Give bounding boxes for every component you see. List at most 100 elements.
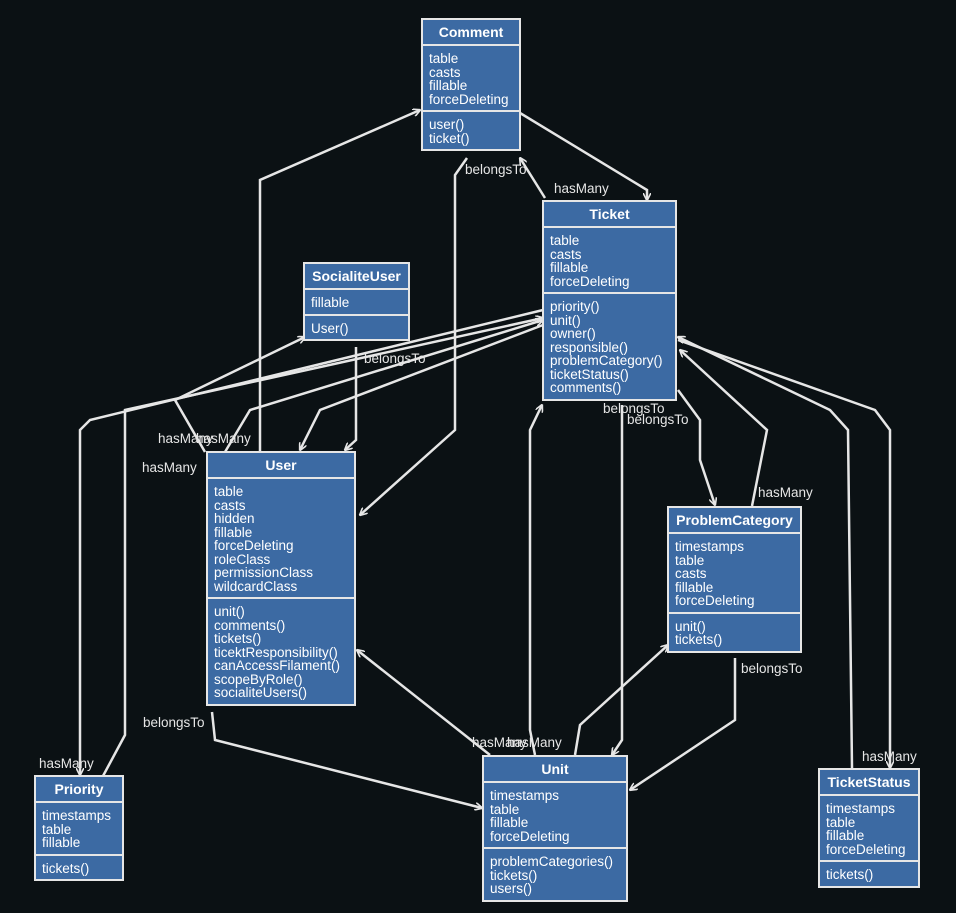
class-title: Unit bbox=[484, 757, 626, 783]
attribute: table bbox=[42, 821, 72, 837]
edge-label-belongsto: belongsTo bbox=[465, 162, 527, 177]
edge-comment-user bbox=[360, 157, 469, 515]
attributes-list: timestamps table fillable forceDeleting bbox=[484, 783, 626, 849]
edge-ticket-comment bbox=[520, 158, 547, 199]
method: tickets() bbox=[675, 632, 723, 647]
attributes-list: timestamps table fillable bbox=[36, 803, 122, 856]
edge-label-belongsto: belongsTo bbox=[603, 401, 665, 416]
edge-problemcategory-unit bbox=[630, 658, 737, 790]
method: problemCategory() bbox=[550, 353, 663, 368]
method: ticketStatus() bbox=[550, 366, 629, 382]
method: tickets() bbox=[826, 867, 874, 882]
method: priority() bbox=[550, 299, 600, 314]
method: unit() bbox=[675, 618, 706, 634]
method: tickets() bbox=[42, 860, 90, 876]
attribute: hidden bbox=[214, 511, 255, 526]
attribute: fillable bbox=[42, 835, 81, 850]
attribute: timestamps bbox=[826, 801, 896, 816]
edge-user-ticket-b bbox=[223, 320, 543, 453]
class-user[interactable]: User table casts hidden fillable forceDe… bbox=[206, 451, 356, 706]
method: user() bbox=[429, 117, 465, 132]
attribute: table bbox=[490, 801, 520, 817]
edge-label-belongsto: belongsTo bbox=[364, 351, 426, 366]
edge-label-hasmany: hasMany bbox=[39, 756, 94, 771]
attributes-list: timestamps table fillable forceDeleting bbox=[820, 796, 918, 862]
attribute: permissionClass bbox=[214, 565, 314, 580]
method: tickets() bbox=[490, 867, 538, 883]
edge-ticket-user-a bbox=[300, 323, 544, 450]
attribute: table bbox=[214, 484, 244, 499]
attribute: timestamps bbox=[490, 788, 560, 803]
edge-label-hasmany: hasMany bbox=[158, 431, 213, 446]
edge-problemcategory-ticket bbox=[680, 350, 769, 507]
attribute: forceDeleting bbox=[675, 593, 755, 608]
edge-ticket-problemcategory bbox=[676, 389, 715, 505]
attribute: fillable bbox=[214, 524, 253, 540]
attributes-list: table casts fillable forceDeleting bbox=[423, 46, 519, 112]
edge-label-belongsto: belongsTo bbox=[143, 715, 205, 730]
attribute: casts bbox=[675, 566, 707, 581]
class-ticket[interactable]: Ticket table casts fillable forceDeletin… bbox=[542, 200, 677, 401]
edge-label-hasmany: hasMany bbox=[472, 735, 527, 750]
method: socialiteUsers() bbox=[214, 685, 308, 700]
attribute: roleClass bbox=[214, 551, 271, 567]
methods-list: User() bbox=[305, 316, 408, 340]
class-problem-category[interactable]: ProblemCategory timestamps table casts f… bbox=[667, 506, 802, 653]
edge-label-hasmany: hasMany bbox=[758, 485, 813, 500]
methods-list: tickets() bbox=[36, 856, 122, 880]
method: problemCategories() bbox=[490, 854, 614, 869]
method: canAccessFilament() bbox=[214, 658, 341, 673]
attribute: forceDeleting bbox=[550, 273, 630, 289]
method: unit() bbox=[214, 604, 245, 619]
class-unit[interactable]: Unit timestamps table fillable forceDele… bbox=[482, 755, 628, 902]
class-comment[interactable]: Comment table casts fillable forceDeleti… bbox=[421, 18, 521, 151]
methods-list: priority() unit() owner() responsible() … bbox=[544, 294, 675, 399]
edge-label-belongsto: belongsTo bbox=[741, 661, 803, 676]
attribute: timestamps bbox=[42, 808, 112, 823]
class-priority[interactable]: Priority timestamps table fillable ticke… bbox=[34, 775, 124, 881]
edge-unit-ticket bbox=[528, 405, 542, 756]
edge-ticket-priority bbox=[80, 308, 544, 775]
class-title: ProblemCategory bbox=[669, 508, 800, 534]
edge-label-hasmany: hasMany bbox=[507, 735, 562, 750]
class-title: TicketStatus bbox=[820, 770, 918, 796]
attribute: wildcardClass bbox=[214, 578, 298, 594]
attributes-list: table casts hidden fillable forceDeletin… bbox=[208, 479, 354, 599]
attribute: timestamps bbox=[675, 539, 745, 554]
method: owner() bbox=[550, 326, 596, 341]
attribute: fillable bbox=[675, 579, 714, 595]
edge-comment-ticket bbox=[519, 111, 647, 200]
attributes-list: table casts fillable forceDeleting bbox=[544, 228, 675, 294]
method: User() bbox=[311, 320, 349, 336]
edge-label-hasmany: hasMany bbox=[196, 431, 251, 446]
methods-list: problemCategories() tickets() users() bbox=[484, 849, 626, 900]
attribute: table bbox=[675, 552, 705, 568]
methods-list: unit() tickets() bbox=[669, 614, 800, 651]
attribute: casts bbox=[214, 497, 246, 513]
edge-ticketstatus-ticket bbox=[678, 337, 854, 769]
method: ticket() bbox=[429, 130, 470, 146]
attribute: forceDeleting bbox=[214, 538, 294, 553]
attribute: casts bbox=[550, 246, 582, 262]
attribute: fillable bbox=[550, 260, 589, 275]
edge-label-hasmany: hasMany bbox=[862, 749, 917, 764]
edge-unit-problemcategory bbox=[573, 645, 668, 756]
method: comments() bbox=[550, 380, 622, 395]
attribute: fillable bbox=[490, 815, 529, 830]
attribute: table bbox=[826, 814, 856, 830]
method: tickets() bbox=[214, 631, 262, 646]
edge-ticket-unit bbox=[612, 405, 624, 755]
attribute: fillable bbox=[429, 78, 468, 93]
edge-label-hasmany: hasMany bbox=[554, 181, 609, 196]
edge-user-comment bbox=[258, 110, 420, 451]
attribute: forceDeleting bbox=[429, 91, 509, 107]
methods-list: user() ticket() bbox=[423, 112, 519, 149]
class-ticket-status[interactable]: TicketStatus timestamps table fillable f… bbox=[818, 768, 920, 888]
methods-list: tickets() bbox=[820, 862, 918, 886]
method: scopeByRole() bbox=[214, 671, 303, 687]
method: comments() bbox=[214, 617, 286, 633]
edge-label-hasmany: hasMany bbox=[142, 460, 197, 475]
method: users() bbox=[490, 881, 533, 896]
class-socialite-user[interactable]: SocialiteUser fillable User() bbox=[303, 262, 410, 341]
